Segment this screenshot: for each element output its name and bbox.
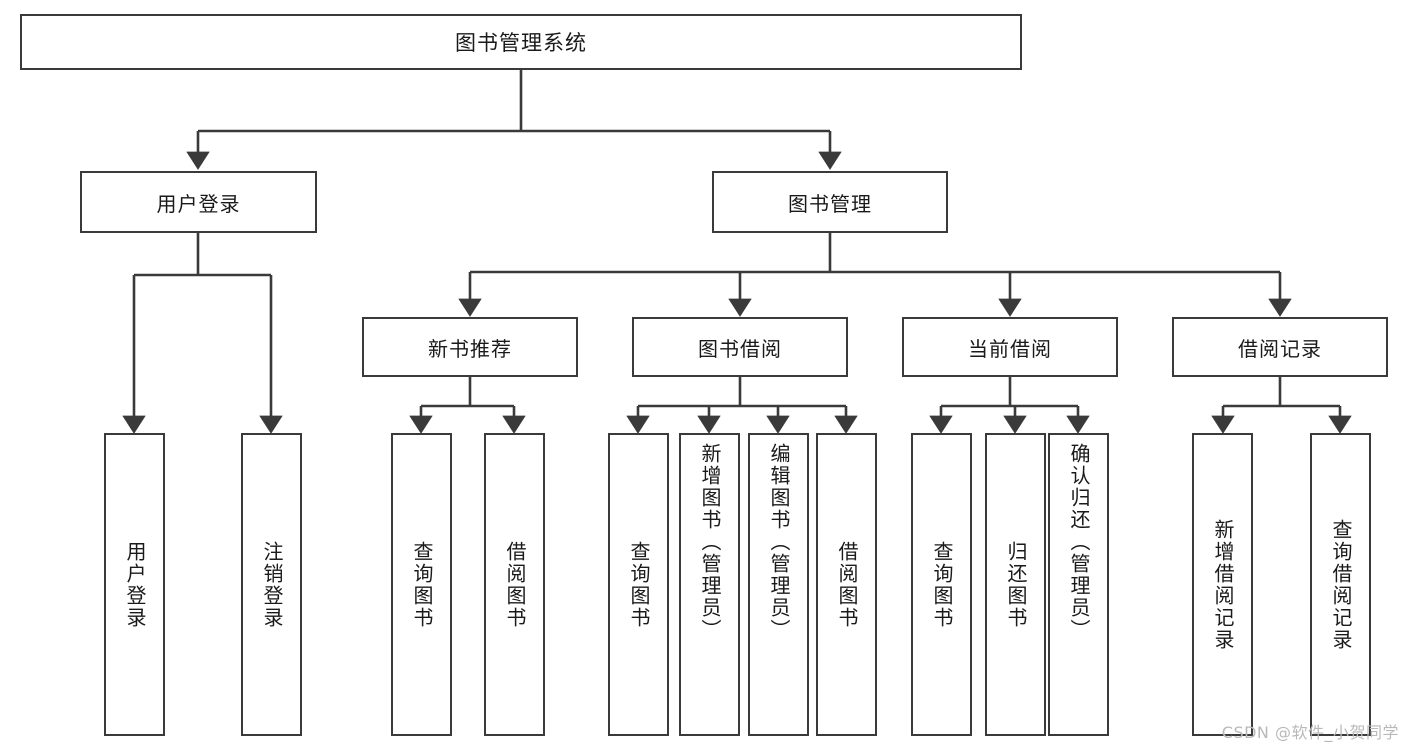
node-leaf-query-record-label: 查询借阅记录 bbox=[1329, 518, 1353, 651]
node-leaf-borrow-book-1[interactable]: 借阅图书 bbox=[484, 433, 545, 736]
node-leaf-query-book-3-label: 查询图书 bbox=[930, 540, 954, 629]
node-leaf-user-login[interactable]: 用户登录 bbox=[104, 433, 165, 736]
node-current-borrow-label: 当前借阅 bbox=[968, 336, 1052, 361]
csdn-watermark: CSDN @软件_小贺同学 bbox=[1221, 723, 1399, 742]
node-book-borrow-label: 图书借阅 bbox=[698, 336, 782, 361]
node-leaf-add-book-label: 新增图书（管理员） bbox=[698, 443, 722, 641]
node-leaf-query-book-1-label: 查询图书 bbox=[410, 540, 434, 629]
node-book-manage-label: 图书管理 bbox=[788, 191, 872, 216]
node-leaf-edit-book-label: 编辑图书（管理员） bbox=[767, 443, 791, 641]
node-leaf-logout-login[interactable]: 注销登录 bbox=[241, 433, 302, 736]
node-current-borrow[interactable]: 当前借阅 bbox=[902, 317, 1118, 377]
node-root[interactable]: 图书管理系统 bbox=[20, 14, 1022, 70]
node-leaf-confirm-return-label: 确认归还（管理员） bbox=[1067, 443, 1091, 641]
node-user-login-label: 用户登录 bbox=[156, 191, 241, 216]
node-leaf-add-record-label: 新增借阅记录 bbox=[1211, 518, 1235, 651]
node-leaf-return-book-label: 归还图书 bbox=[1004, 540, 1028, 629]
node-leaf-edit-book[interactable]: 编辑图书（管理员） bbox=[748, 433, 809, 736]
node-leaf-user-login-label: 用户登录 bbox=[123, 540, 147, 629]
node-leaf-logout-login-label: 注销登录 bbox=[260, 540, 284, 629]
node-leaf-query-book-2-label: 查询图书 bbox=[627, 540, 651, 629]
node-leaf-borrow-book-1-label: 借阅图书 bbox=[503, 540, 527, 629]
node-leaf-add-record[interactable]: 新增借阅记录 bbox=[1192, 433, 1253, 736]
node-leaf-query-book-1[interactable]: 查询图书 bbox=[391, 433, 452, 736]
node-book-borrow[interactable]: 图书借阅 bbox=[632, 317, 848, 377]
node-leaf-borrow-book-2[interactable]: 借阅图书 bbox=[816, 433, 877, 736]
node-leaf-query-book-3[interactable]: 查询图书 bbox=[911, 433, 972, 736]
node-borrow-record[interactable]: 借阅记录 bbox=[1172, 317, 1388, 377]
node-book-manage[interactable]: 图书管理 bbox=[712, 171, 948, 233]
node-leaf-add-book[interactable]: 新增图书（管理员） bbox=[679, 433, 740, 736]
node-leaf-return-book[interactable]: 归还图书 bbox=[985, 433, 1046, 736]
node-new-book-rec[interactable]: 新书推荐 bbox=[362, 317, 578, 377]
node-leaf-borrow-book-2-label: 借阅图书 bbox=[835, 540, 859, 629]
node-root-label: 图书管理系统 bbox=[455, 31, 587, 55]
node-leaf-query-record[interactable]: 查询借阅记录 bbox=[1310, 433, 1371, 736]
node-borrow-record-label: 借阅记录 bbox=[1238, 336, 1322, 361]
node-leaf-query-book-2[interactable]: 查询图书 bbox=[608, 433, 669, 736]
node-user-login[interactable]: 用户登录 bbox=[80, 171, 317, 233]
node-leaf-confirm-return[interactable]: 确认归还（管理员） bbox=[1048, 433, 1109, 736]
node-new-book-rec-label: 新书推荐 bbox=[428, 336, 512, 361]
